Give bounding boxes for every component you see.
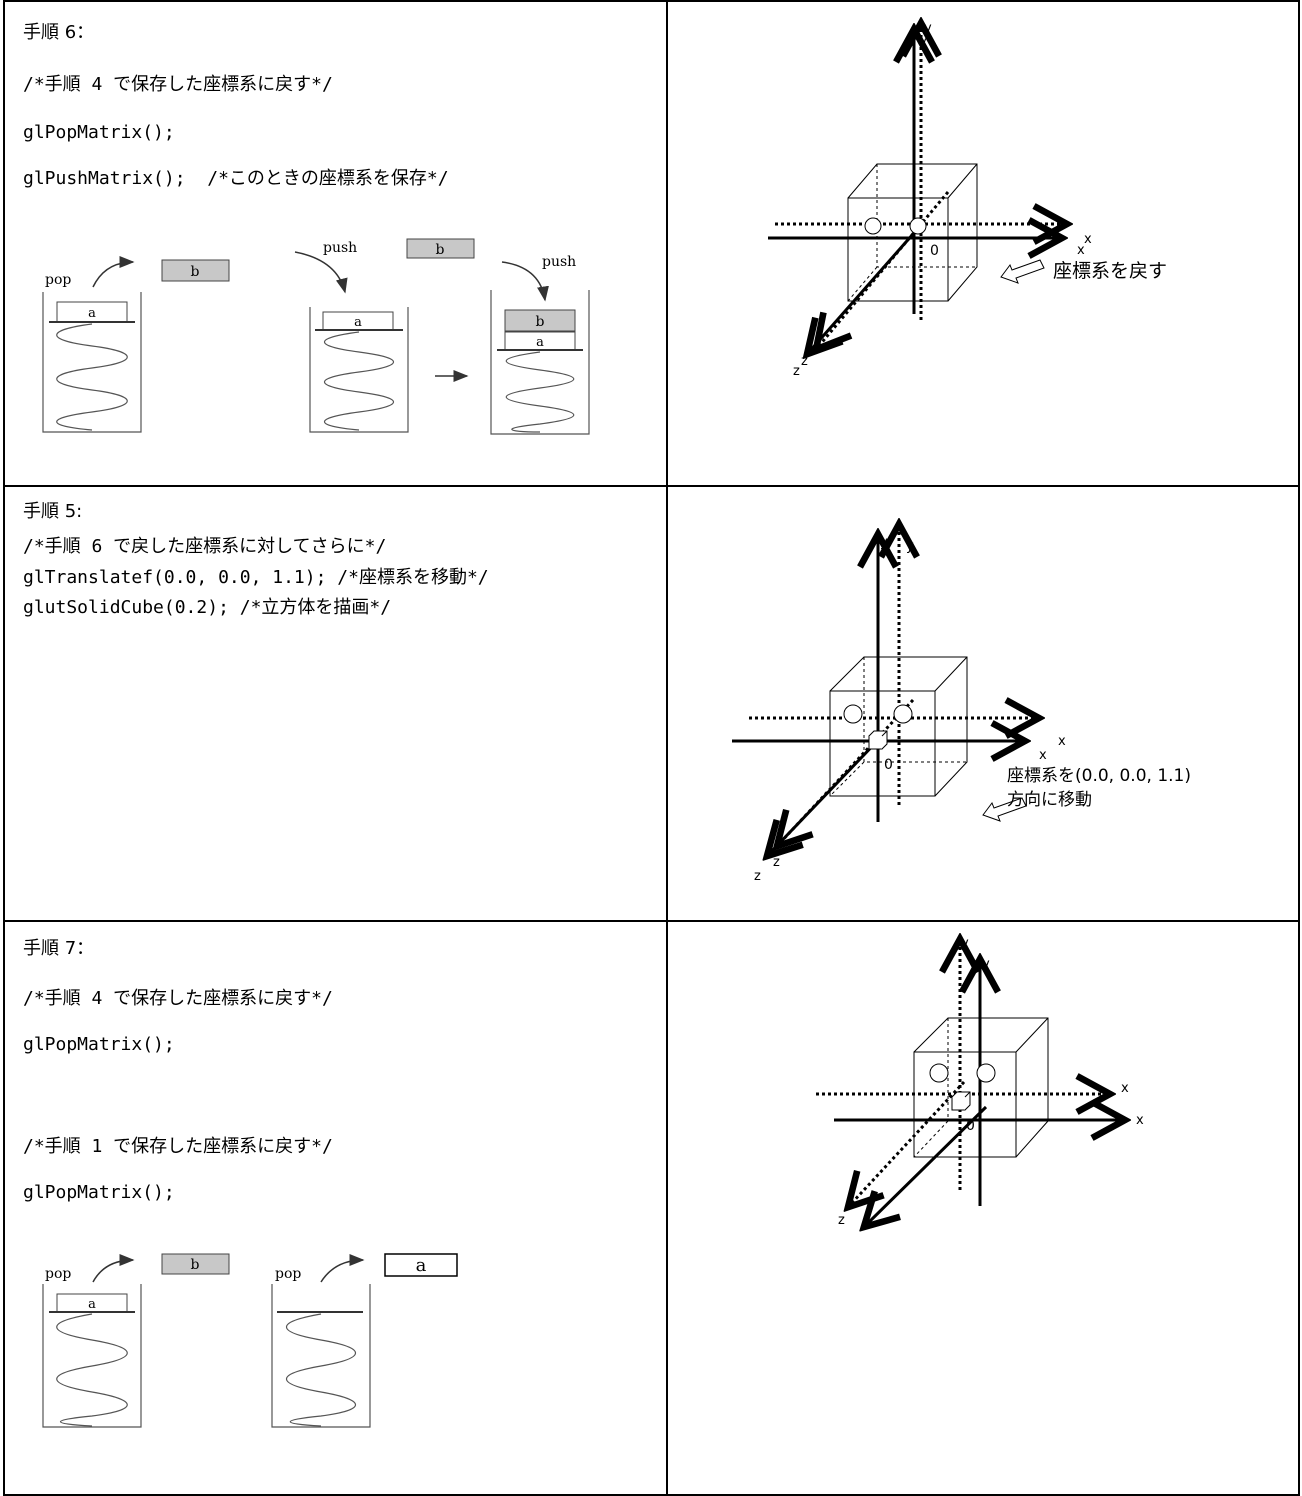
code-line: /*手順 6 で戻した座標系に対してさらに*/ (23, 536, 387, 557)
small-cube-icon (868, 730, 887, 750)
code-line: glPopMatrix(); (23, 122, 175, 143)
z-axis-label: z (801, 354, 808, 369)
code-line: glPopMatrix(); (23, 1182, 175, 1203)
diagram-caption: 座標系を戻す (1053, 260, 1167, 282)
code-line: /*手順 4 で保存した座標系に戻す*/ (23, 988, 333, 1009)
y-axis-label: y (961, 936, 969, 951)
y-axis-label: y (982, 957, 990, 972)
y-axis-label: y (906, 539, 914, 554)
push-label: push (542, 254, 576, 270)
step5-diagram-cell: y y x x z z 0 座標系を(0.0, 0.0, 1.1) 方向に移動 (665, 485, 1300, 922)
stack-item-a: a (88, 1297, 96, 1312)
x-axis-label: x (1121, 1081, 1129, 1096)
stack-item-a: a (354, 315, 362, 330)
stack-item-a: a (88, 306, 96, 321)
stack-item-b: b (191, 1257, 200, 1273)
origin-label: 0 (884, 757, 893, 773)
popped-item-a: a (416, 1255, 427, 1276)
x-axis-label: x (1136, 1113, 1144, 1128)
stack-illustration: pop b a pop a (42, 1253, 458, 1428)
stack-item-b: b (536, 314, 545, 330)
x-axis-label: x (1077, 243, 1085, 258)
step5-code-cell: 手順 5: /*手順 6 で戻した座標系に対してさらに*/ glTranslat… (3, 485, 668, 922)
code-line: glTranslatef(0.0, 0.0, 1.1); /*座標系を移動*/ (23, 567, 489, 588)
step7-code-cell: 手順 7： /*手順 4 で保存した座標系に戻す*/ glPopMatrix()… (3, 920, 668, 1496)
step-title: 手順 5: (23, 501, 83, 522)
x-axis-label: x (1058, 734, 1066, 749)
hollow-arrow-icon (999, 259, 1045, 284)
axes-diagram: y y x x z z 0 座標系を(0.0, 0.0, 1.1) 方向に移動 (731, 487, 1191, 884)
axes-diagram: y y x x z z 0 座標系を戻す (767, 2, 1167, 379)
step5-row: 手順 5: /*手順 6 で戻した座標系に対してさらに*/ glTranslat… (3, 485, 1300, 922)
stack-item-b: b (436, 242, 445, 258)
diagram-caption: 座標系を(0.0, 0.0, 1.1) (1007, 766, 1191, 786)
origin-label: 0 (966, 1118, 975, 1134)
y-axis-label: y (880, 535, 888, 550)
z-axis-label: z (773, 855, 780, 870)
x-axis-label: x (1084, 232, 1092, 247)
origin-label: 0 (930, 243, 939, 259)
x-axis-label: x (1039, 748, 1047, 763)
z-axis-label: z (838, 1213, 845, 1228)
step-title: 手順 6： (23, 22, 95, 43)
axes-diagram: y y x x z 0 (815, 922, 1144, 1490)
y-axis-label: y (919, 35, 927, 50)
hollow-arrow-icon (981, 797, 1027, 822)
step7-diagram-cell: y y x x z 0 (665, 920, 1300, 1496)
pop-label: pop (45, 1266, 71, 1282)
small-cube-icon (951, 1091, 970, 1111)
pop-label: pop (45, 272, 71, 288)
stack-item-a: a (536, 335, 544, 350)
diagram-caption: 方向に移動 (1007, 790, 1092, 810)
step6-code-cell: 手順 6： /*手順 4 で保存した座標系に戻す*/ glPopMatrix()… (3, 0, 668, 487)
step6-row: 手順 6： /*手順 4 で保存した座標系に戻す*/ glPopMatrix()… (3, 0, 1300, 487)
code-line: /*手順 1 で保存した座標系に戻す*/ (23, 1136, 333, 1157)
z-axis-label: z (754, 869, 761, 884)
step-title: 手順 7： (23, 938, 95, 959)
z-axis-label: z (793, 364, 800, 379)
stack-item-b: b (191, 264, 200, 280)
code-line: glPopMatrix(); (23, 1034, 175, 1055)
code-line: glutSolidCube(0.2); /*立方体を描画*/ (23, 597, 392, 618)
pop-label: pop (275, 1266, 301, 1282)
y-axis-label: y (924, 21, 932, 36)
step7-row: 手順 7： /*手順 4 で保存した座標系に戻す*/ glPopMatrix()… (3, 920, 1300, 1496)
stack-illustration: pop b a push b a (42, 238, 590, 435)
steps-table: 手順 6： /*手順 4 で保存した座標系に戻す*/ glPopMatrix()… (3, 0, 1300, 1496)
code-line: /*手順 4 で保存した座標系に戻す*/ (23, 74, 333, 95)
step6-diagram-cell: y y x x z z 0 座標系を戻す (665, 0, 1300, 487)
code-line: glPushMatrix(); /*このときの座標系を保存*/ (23, 168, 449, 189)
push-label: push (323, 240, 357, 256)
